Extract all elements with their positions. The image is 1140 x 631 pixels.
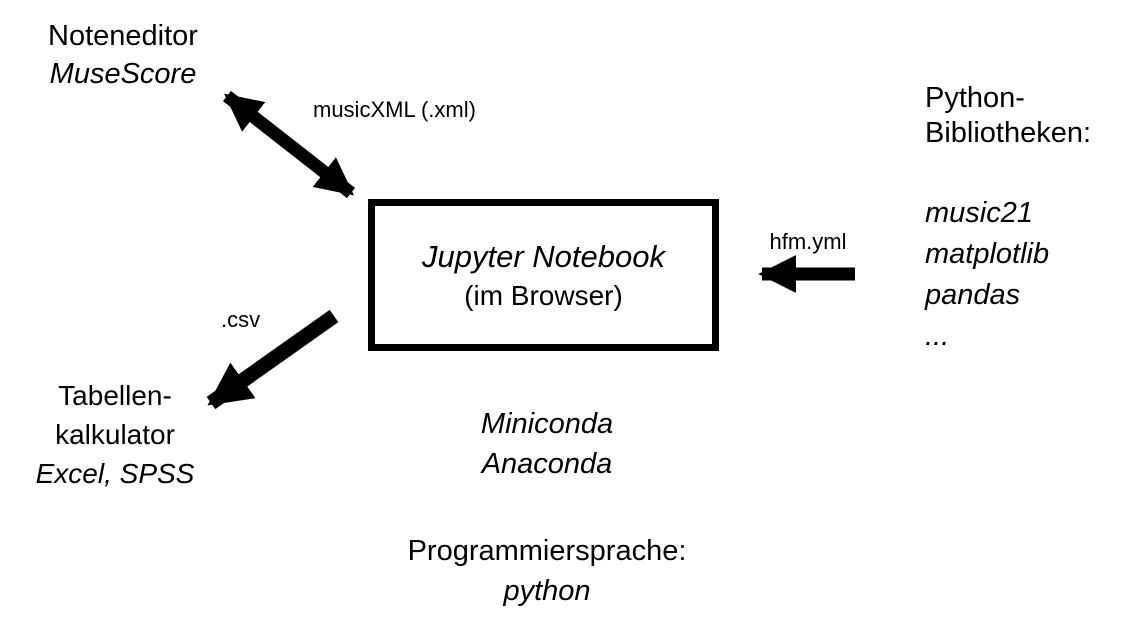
python-libraries-heading: Python- Bibliotheken: [925, 81, 1091, 151]
conda-line-miniconda: Miniconda [480, 408, 614, 440]
jupyter-box-title: Jupyter Notebook [422, 238, 665, 274]
spreadsheet-apps: Excel, SPSS [35, 458, 195, 489]
spreadsheet-title-line2: kalkulator [55, 419, 175, 450]
spreadsheet-node: Tabellen- kalkulator Excel, SPSS [15, 376, 215, 493]
library-item-pandas: pandas [925, 279, 1021, 311]
python-libraries-list: music21 matplotlib pandas ... [925, 193, 1049, 357]
library-item-music21: music21 [925, 197, 1033, 229]
noteneditor-app: MuseScore [49, 58, 197, 90]
musicxml-edge-label: musicXML (.xml) [313, 97, 476, 122]
conda-node: Miniconda Anaconda [427, 404, 667, 484]
python-libraries-heading-line1: Python- [925, 82, 1025, 114]
language-name: python [503, 575, 591, 607]
jupyter-box-subtitle: (im Browser) [464, 279, 623, 311]
csv-downleft-arrow-icon [206, 309, 339, 410]
conda-line-anaconda: Anaconda [481, 448, 613, 480]
musicxml-double-arrow-icon [222, 90, 356, 199]
csv-edge-label: .csv [221, 307, 261, 332]
jupyter-notebook-box: Jupyter Notebook (im Browser) [368, 199, 719, 351]
noteneditor-node: Noteneditor MuseScore [23, 17, 223, 93]
library-item-matplotlib: matplotlib [925, 238, 1050, 270]
language-heading: Programmiersprache: [407, 535, 687, 567]
spreadsheet-title-line1: Tabellen- [58, 380, 172, 411]
noteneditor-title: Noteneditor [48, 20, 198, 52]
language-node: Programmiersprache: python [370, 531, 724, 611]
hfmyml-edge-label: hfm.yml [769, 229, 847, 254]
python-libraries-heading-line2: Bibliotheken: [925, 117, 1092, 149]
library-item-ellipsis: ... [925, 320, 950, 352]
